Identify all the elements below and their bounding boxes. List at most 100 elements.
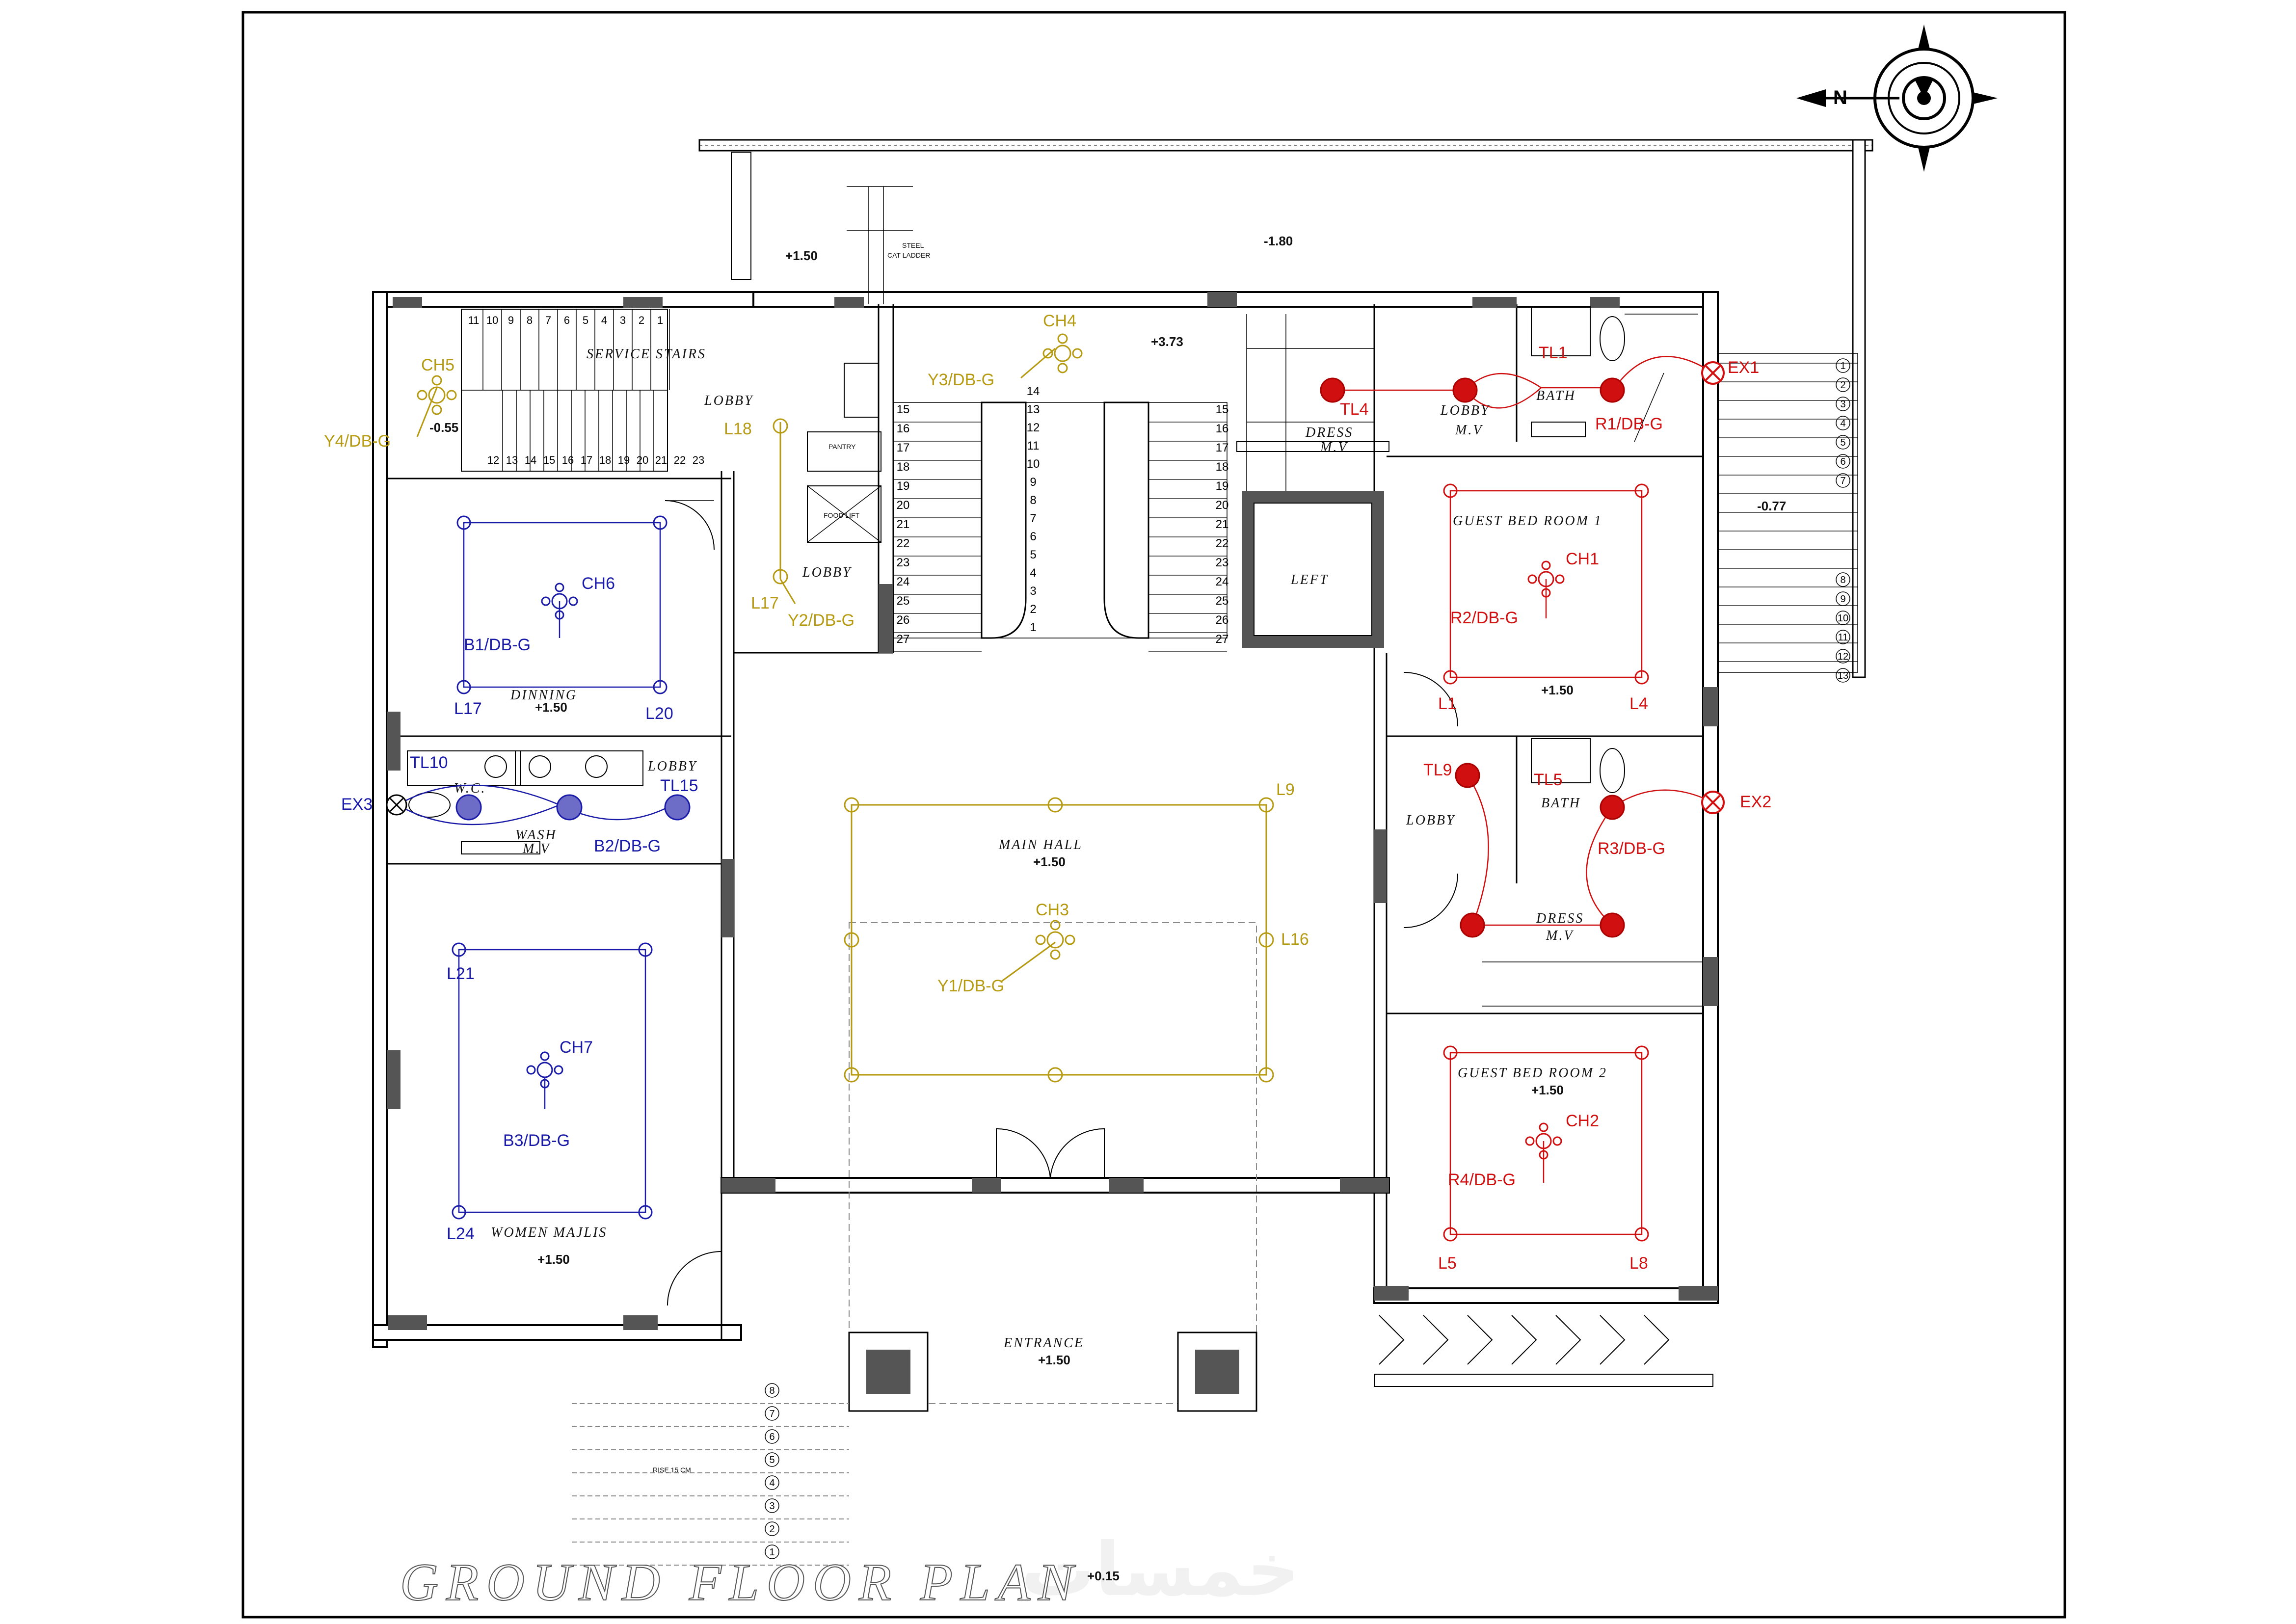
- stair-number: 2: [1840, 380, 1845, 391]
- stair-number-ring: [765, 1544, 779, 1559]
- sheet-border: [241, 11, 2066, 1619]
- exhaust-ex1-icon: [1701, 361, 1725, 385]
- stair-number: 10: [1027, 457, 1040, 471]
- label-lobby-mid: LOBBY: [802, 565, 852, 580]
- stair-number-ring: [1836, 358, 1850, 373]
- stair-number: 19: [618, 454, 630, 466]
- stair-number: 10: [1838, 613, 1848, 624]
- stair-number-ring: [765, 1406, 779, 1421]
- label-b2: B2/DB-G: [594, 837, 661, 855]
- stair-number-ring: [765, 1429, 779, 1444]
- label-l16: L16: [1281, 930, 1309, 949]
- label-l21: L21: [447, 964, 475, 983]
- label-y1: Y1/DB-G: [937, 977, 1004, 995]
- exhaust-ex3-icon: [386, 794, 407, 816]
- stair-number: 23: [897, 556, 910, 569]
- right-stairs: [1717, 353, 1858, 673]
- yellow-light-points: [773, 418, 1274, 1083]
- label-l24: L24: [447, 1225, 475, 1243]
- level-main-hall: +1.50: [1033, 854, 1066, 869]
- stair-number: 1: [769, 1547, 774, 1558]
- chandelier-ch6-icon: [541, 583, 578, 620]
- stair-number: 5: [1030, 548, 1036, 561]
- stair-number: 26: [1216, 613, 1229, 627]
- red-circuit: [1333, 356, 1713, 1235]
- stair-number-ring: [765, 1475, 779, 1490]
- chandelier-ch7-icon: [526, 1051, 563, 1089]
- stair-number: 19: [897, 479, 910, 493]
- label-l9: L9: [1276, 780, 1295, 799]
- stair-number: 17: [897, 441, 910, 454]
- stair-number: 8: [1030, 494, 1036, 507]
- stair-number: 20: [1216, 499, 1229, 512]
- blue-circuit: [397, 522, 673, 1213]
- level-dinning: +1.50: [535, 700, 567, 715]
- exhaust-ex2-icon: [1701, 791, 1725, 814]
- stair-number: 7: [769, 1409, 774, 1419]
- stair-number: 6: [1030, 530, 1036, 543]
- label-lobby-top-right: LOBBY: [1440, 403, 1490, 418]
- dress-top: [1246, 314, 1374, 491]
- label-ch2: CH2: [1566, 1112, 1599, 1130]
- stair-number: 10: [486, 314, 498, 326]
- label-guest-bed-1: GUEST BED ROOM 1: [1453, 513, 1602, 529]
- bath-1-fixtures: [1531, 306, 1698, 442]
- lift-shaft: [1236, 441, 1389, 648]
- stair-number: 13: [1838, 670, 1848, 681]
- stair-number: 11: [1838, 632, 1848, 643]
- label-l17-lobby: L17: [751, 594, 779, 612]
- yellow-circuit: [416, 347, 1267, 1076]
- stair-number: 6: [769, 1432, 774, 1442]
- red-light-points: [1443, 483, 1649, 1242]
- stair-number: 9: [1030, 476, 1036, 489]
- label-rise: RISE 15 CM: [653, 1466, 691, 1474]
- level-lobby-top: +3.73: [1151, 334, 1183, 349]
- stair-number-ring: [1836, 668, 1850, 683]
- label-l1: L1: [1438, 694, 1457, 713]
- service-stairs: [461, 309, 670, 472]
- stair-number-ring: [1836, 572, 1850, 587]
- stair-number: 22: [1216, 537, 1229, 550]
- label-dress-mid: DRESS: [1536, 911, 1584, 926]
- chandelier-ch3-icon: [1035, 920, 1075, 960]
- stair-number: 14: [1027, 385, 1040, 398]
- label-dress-mid-mv: M.V: [1546, 928, 1574, 943]
- stair-number: 9: [1840, 594, 1845, 605]
- cat-ladder: [731, 152, 913, 304]
- label-bath-2: BATH: [1541, 796, 1581, 811]
- level-stair-area: +1.50: [785, 248, 818, 263]
- stair-number: 15: [543, 454, 555, 466]
- stair-number: 23: [1216, 556, 1229, 569]
- stair-number: 12: [487, 454, 499, 466]
- stair-number: 16: [897, 422, 910, 435]
- stair-number: 19: [1216, 479, 1229, 493]
- level-entrance: +1.50: [1038, 1353, 1070, 1367]
- landscape-pattern: [1374, 1315, 1713, 1387]
- label-pantry: PANTRY: [828, 443, 856, 451]
- label-tl5: TL5: [1534, 771, 1563, 789]
- label-b3: B3/DB-G: [503, 1131, 570, 1150]
- label-y2: Y2/DB-G: [788, 611, 854, 630]
- label-ch6: CH6: [582, 574, 615, 593]
- level-right-yard: -0.77: [1757, 499, 1786, 513]
- label-tl15: TL15: [660, 776, 698, 795]
- stair-number-ring: [1836, 454, 1850, 469]
- stair-number-ring: [765, 1383, 779, 1398]
- stair-number-ring: [1836, 377, 1850, 392]
- label-tl10: TL10: [410, 753, 448, 772]
- label-r2: R2/DB-G: [1450, 609, 1518, 627]
- label-service-stairs: SERVICE STAIRS: [587, 346, 706, 362]
- stair-number: 8: [769, 1385, 774, 1396]
- stair-number: 3: [1840, 399, 1845, 410]
- stair-number: 4: [1840, 418, 1845, 429]
- label-l4: L4: [1629, 694, 1648, 713]
- stair-number-ring: [1836, 473, 1850, 488]
- stair-number: 17: [1216, 441, 1229, 454]
- label-l17: L17: [454, 699, 482, 718]
